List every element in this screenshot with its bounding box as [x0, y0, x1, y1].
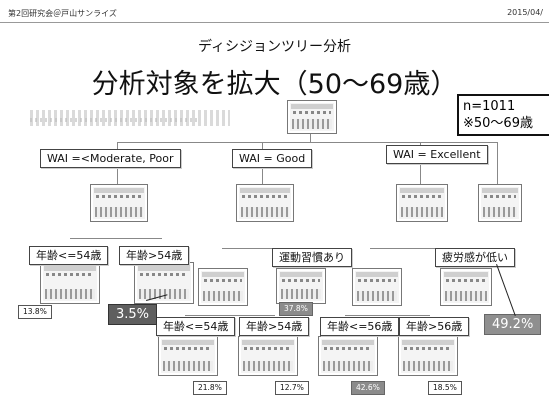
tree-node: [352, 268, 402, 306]
tree-node-root: [287, 100, 337, 134]
tree-node: [158, 336, 218, 376]
slide-subtitle: ディシジョンツリー分析: [197, 39, 352, 55]
tree-node: [198, 268, 248, 306]
pct-49-2: 49.2%: [484, 314, 542, 335]
tree-edge: [222, 248, 312, 249]
tree-node: [40, 262, 100, 304]
tree-node: [478, 184, 522, 222]
tree-node: [134, 262, 194, 304]
split-label-age-le56: 年齢<=56歳: [320, 317, 400, 336]
pct-42-6: 42.6%: [351, 381, 385, 395]
tree-edge: [345, 315, 430, 316]
arrow-49-2: [496, 264, 516, 317]
tree-node: [238, 336, 298, 376]
background-text-line: [30, 118, 200, 122]
header-divider: [0, 22, 549, 23]
split-label-age-le54-b: 年齢<=54歳: [156, 317, 236, 336]
split-label-age-gt54: 年齢>54歳: [119, 246, 190, 265]
split-label-fatigue-low: 疲労感が低い: [435, 248, 515, 267]
age-range-note: ※50〜69歳: [463, 116, 533, 131]
tree-node: [236, 184, 294, 222]
split-label-wai-good: WAI = Good: [232, 149, 313, 168]
tree-edge: [310, 130, 311, 142]
header-left: 第2回研究会＠戸山サンライズ: [8, 9, 117, 18]
pct-18-5: 18.5%: [428, 381, 462, 395]
header-date: 2015/04/: [507, 8, 543, 17]
tree-node: [398, 336, 458, 376]
tree-edge: [370, 248, 470, 249]
pct-21-8: 21.8%: [193, 381, 227, 395]
tree-node: [396, 184, 448, 222]
tree-node: [318, 336, 378, 376]
pct-12-7: 12.7%: [275, 381, 309, 395]
split-label-wai-poor: WAI =<Moderate, Poor: [40, 149, 181, 168]
pct-13-8: 13.8%: [18, 305, 52, 319]
tree-edge: [497, 142, 498, 184]
split-label-wai-excellent: WAI = Excellent: [386, 145, 488, 164]
sample-size-box: n=1011 ※50〜69歳: [457, 94, 549, 136]
tree-node: [276, 268, 326, 304]
tree-node: [440, 268, 492, 306]
tree-edge: [70, 238, 162, 239]
tree-node: [90, 184, 148, 222]
split-label-age-gt56: 年齢>56歳: [399, 317, 470, 336]
split-label-age-le54: 年齢<=54歳: [29, 246, 109, 265]
tree-edge: [185, 315, 275, 316]
split-label-age-gt54-b: 年齢>54歳: [239, 317, 310, 336]
sample-size: n=1011: [463, 99, 516, 114]
split-label-exercise: 運動習慣あり: [272, 248, 352, 267]
tree-edge: [117, 142, 497, 143]
pct-37-8: 37.8%: [279, 302, 313, 316]
pct-3-5: 3.5%: [108, 304, 158, 325]
slide-title: 分析対象を拡大（50〜69歳）: [91, 69, 458, 100]
